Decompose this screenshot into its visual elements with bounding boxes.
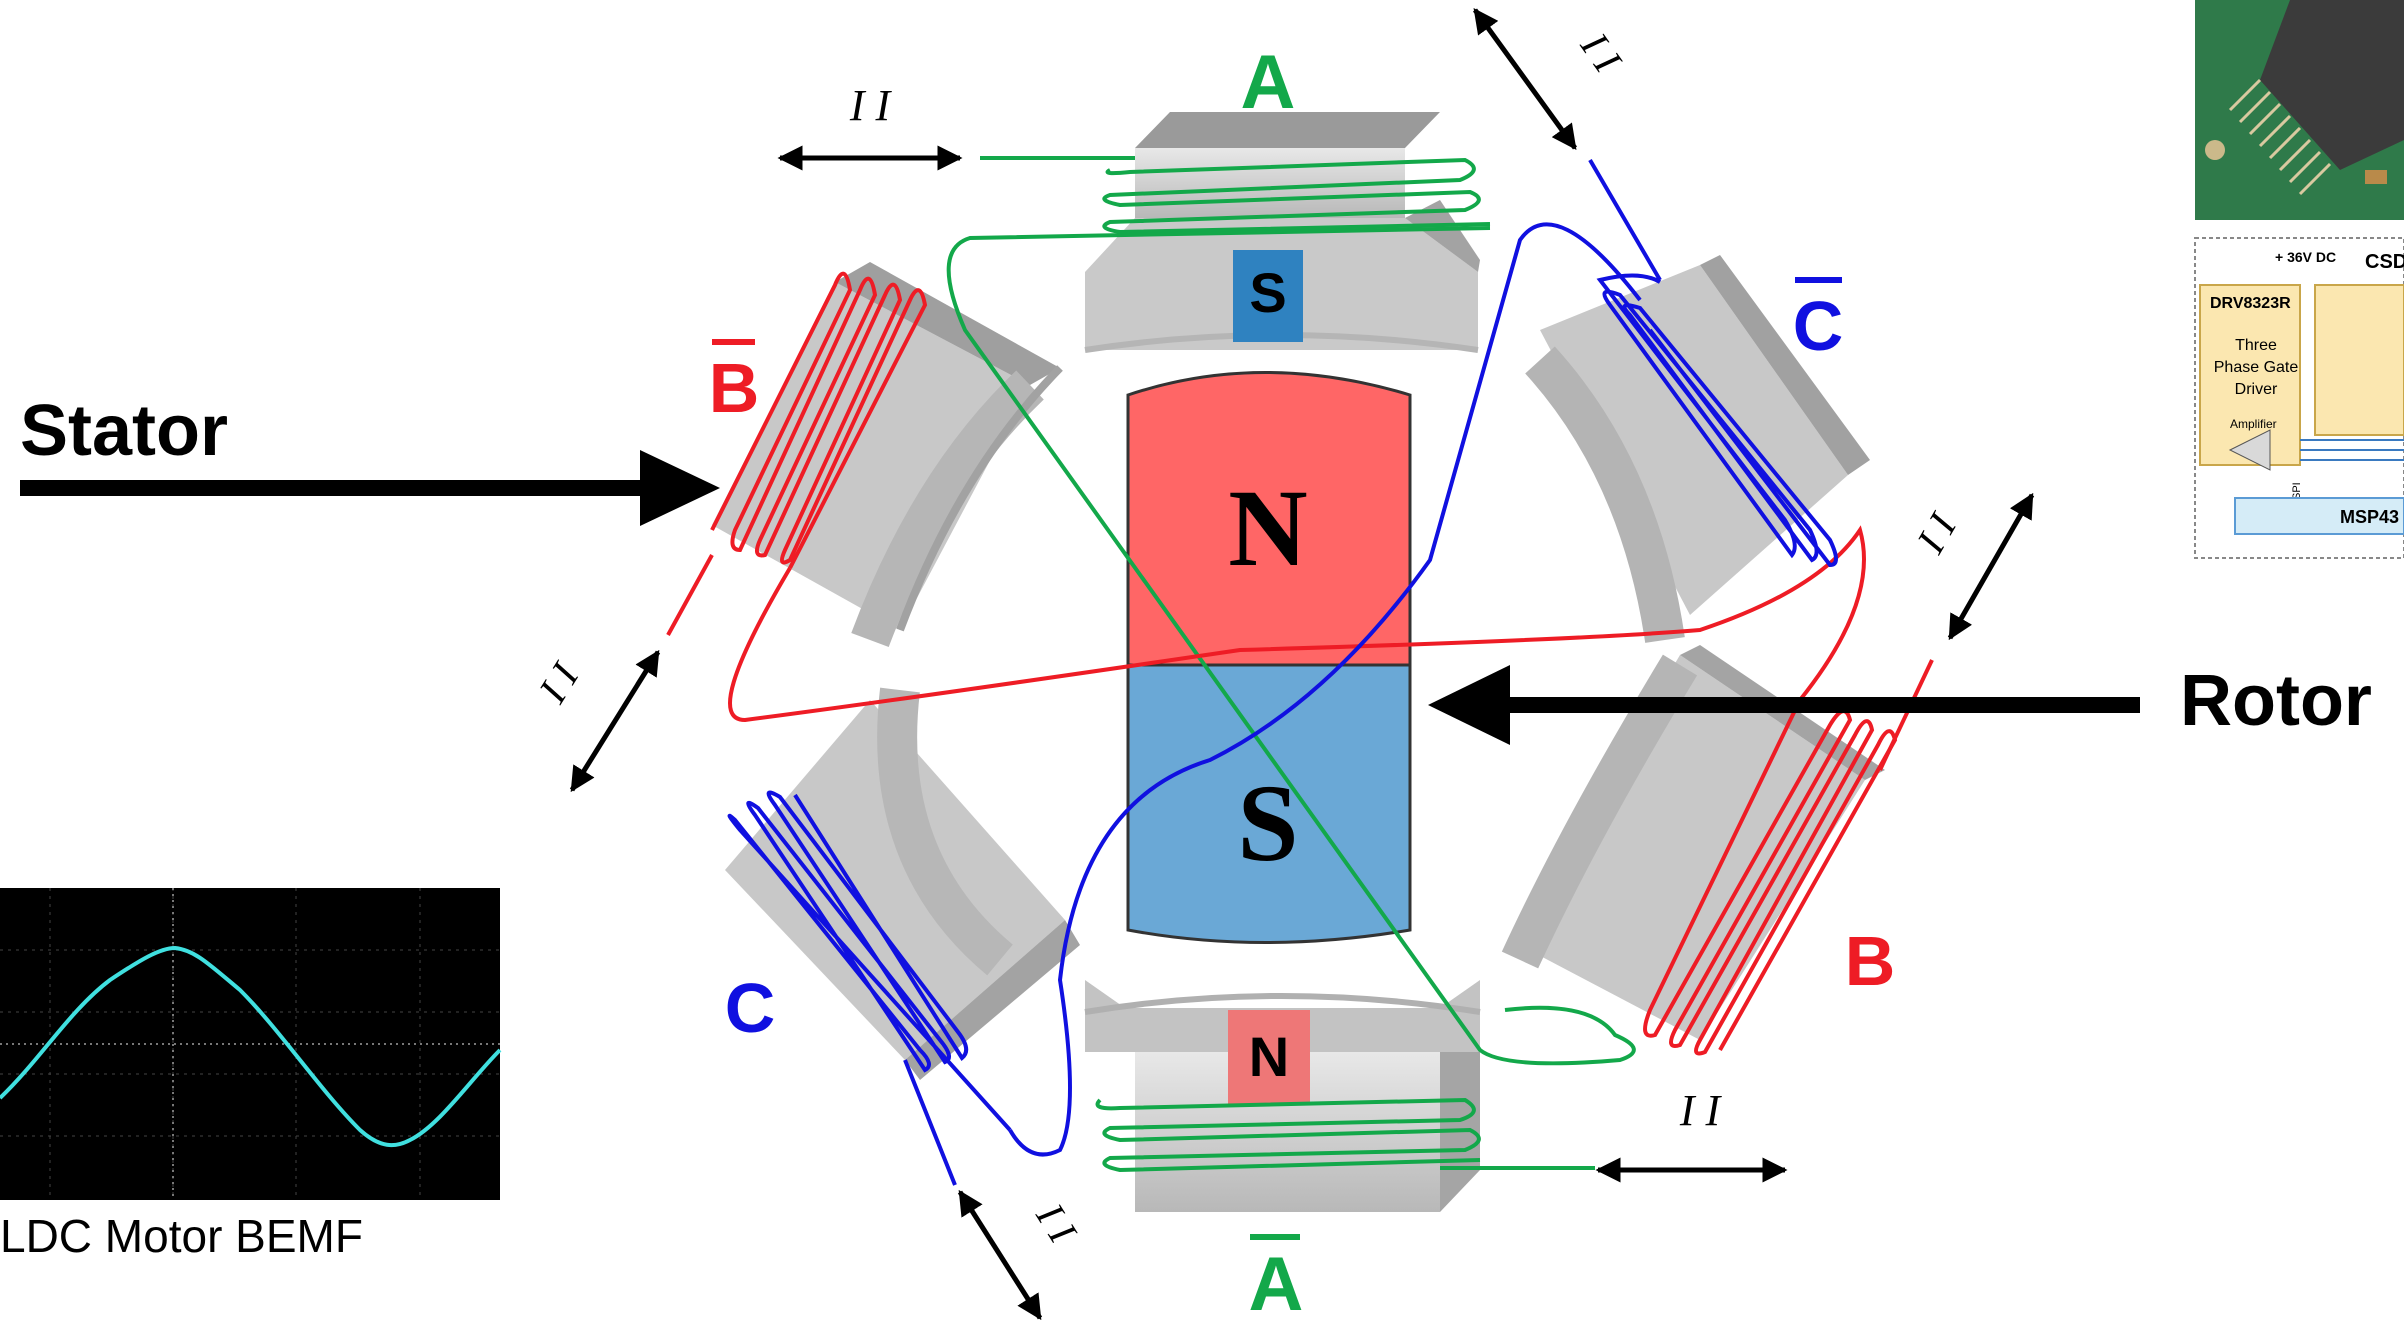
- phase-c-winding: [727, 158, 1838, 1186]
- phase-c-bar-label: C: [1793, 287, 1844, 365]
- phase-a-label: A: [1241, 40, 1296, 125]
- bemf-scope: [0, 888, 502, 1200]
- phase-a-bar-label-group: A: [1249, 1234, 1304, 1325]
- bemf-trace: [0, 945, 502, 1148]
- stator-arrow: [20, 450, 720, 526]
- current-arrow-c: [957, 1189, 1043, 1321]
- current-label-c-bar: I I: [1572, 24, 1631, 82]
- phase-a-winding: [946, 156, 1636, 1173]
- current-label-a-top: I I: [849, 81, 893, 130]
- phase-b-winding: [666, 271, 1934, 1056]
- schematic-driver-desc-1: Three: [2235, 337, 2277, 354]
- schematic-driver-desc-3: Driver: [2235, 381, 2278, 398]
- rotor-south-half: [1126, 663, 1412, 944]
- schematic-fet: CSD: [2365, 251, 2404, 273]
- rotor-north-half: [1126, 371, 1412, 667]
- bottom-pole-north-marker: [1228, 1010, 1310, 1104]
- rotor-arrow: [1428, 665, 2140, 745]
- top-pole-south-marker: [1233, 250, 1303, 342]
- phase-b-bar-label: B: [709, 349, 760, 427]
- stator-pole-lower-left: [725, 687, 1080, 1080]
- schematic-mcu: MSP43: [2340, 507, 2399, 527]
- schematic-driver-desc-2: Phase Gate: [2214, 359, 2299, 376]
- schematic-supply: + 36V DC: [2275, 249, 2336, 265]
- bottom-pole-north-label: N: [1249, 1025, 1289, 1088]
- current-label-b: I I: [1907, 505, 1966, 562]
- rotor-north-label: N: [1228, 467, 1307, 589]
- current-label-a-bottom: I I: [1679, 1086, 1723, 1135]
- driver-schematic: + 36V DC CSD DRV8323R Three Phase Gate D…: [2194, 237, 2404, 559]
- phase-c-bar-label-group: C: [1793, 277, 1844, 365]
- stator-label: Stator: [20, 391, 228, 471]
- rotor: N S: [1126, 371, 1412, 944]
- stator-pole-upper-left: [712, 262, 1063, 648]
- current-label-b-bar: I I: [529, 654, 588, 711]
- bemf-caption: LDC Motor BEMF: [0, 1210, 363, 1262]
- pcb-photo: [2195, 0, 2404, 220]
- phase-b-label: B: [1845, 922, 1896, 1000]
- phase-a-bar-label: A: [1249, 1242, 1304, 1325]
- current-arrow-c-bar: [1472, 7, 1578, 151]
- current-arrow-b: [1947, 492, 2035, 641]
- top-pole-south-label: S: [1249, 261, 1286, 324]
- phase-b-bar-label-group: B: [709, 339, 760, 427]
- schematic-driver-name: DRV8323R: [2210, 295, 2291, 312]
- rotor-label: Rotor: [2180, 661, 2372, 741]
- current-arrow-b-bar: [569, 649, 661, 793]
- schematic-amplifier: Amplifier: [2230, 417, 2277, 431]
- phase-c-label: C: [725, 969, 776, 1047]
- current-label-c: I I: [1027, 1195, 1086, 1252]
- schematic-spi: SPI: [2291, 482, 2303, 500]
